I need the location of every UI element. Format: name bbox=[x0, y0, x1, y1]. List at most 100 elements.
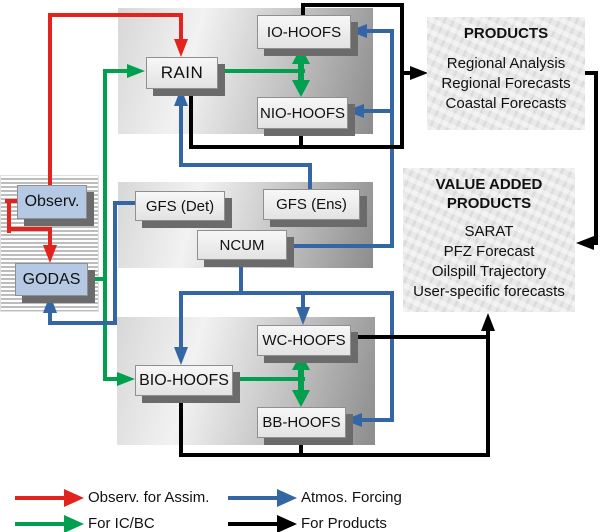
arrowhead-icon bbox=[576, 236, 594, 250]
connector-line bbox=[228, 496, 277, 500]
arrowhead-icon bbox=[127, 64, 145, 78]
connector-line bbox=[179, 106, 183, 165]
value-added-products-box: VALUE ADDED PRODUCTS SARAT PFZ Forecast … bbox=[403, 168, 575, 312]
connector-line bbox=[301, 3, 404, 7]
connector-line bbox=[590, 241, 598, 245]
io-hoofs-label: IO-HOOFS bbox=[266, 23, 342, 41]
rain-node: RAIN bbox=[146, 57, 218, 89]
bio-hoofs-label: BIO-HOOFS bbox=[139, 371, 229, 389]
connector-line bbox=[179, 291, 394, 295]
connector-line bbox=[179, 163, 312, 167]
connector-line bbox=[179, 393, 183, 457]
io-hoofs-node: IO-HOOFS bbox=[257, 15, 351, 49]
arrowhead-icon bbox=[277, 515, 297, 532]
gfs-det-label: GFS (Det) bbox=[145, 197, 215, 215]
arrowhead-icon bbox=[344, 413, 362, 427]
connector-line bbox=[298, 370, 304, 390]
gfs-ens-node: GFS (Ens) bbox=[263, 189, 360, 220]
rain-label: RAIN bbox=[160, 63, 204, 82]
connector-line bbox=[189, 87, 193, 149]
connector-line bbox=[179, 291, 183, 347]
value-added-item: PFZ Forecast bbox=[443, 243, 535, 260]
connector-line bbox=[367, 29, 394, 33]
connector-line bbox=[5, 199, 18, 203]
connector-line bbox=[301, 3, 305, 16]
arrowhead-icon bbox=[410, 66, 428, 80]
connector-line bbox=[364, 109, 394, 113]
arrowhead-icon bbox=[174, 88, 188, 106]
products-box: PRODUCTS Regional Analysis Regional Fore… bbox=[427, 17, 585, 130]
gfs-ens-label: GFS (Ens) bbox=[276, 196, 347, 213]
connector-line bbox=[400, 3, 404, 149]
arrowhead-icon bbox=[292, 353, 310, 370]
connector-line bbox=[361, 418, 394, 422]
connector-line bbox=[298, 64, 304, 80]
connector-line bbox=[103, 377, 118, 381]
connector-line bbox=[7, 227, 52, 231]
legend-label-for-icbc: For IC/BC bbox=[88, 515, 155, 532]
arrowhead-icon bbox=[349, 24, 367, 38]
arrowhead-icon bbox=[346, 104, 364, 118]
arrowhead-icon bbox=[43, 245, 57, 263]
connector-line bbox=[390, 29, 394, 248]
products-title: PRODUCTS bbox=[463, 25, 549, 42]
connector-line bbox=[390, 291, 394, 420]
connector-line bbox=[216, 69, 305, 73]
connector-line bbox=[15, 522, 64, 526]
connector-line bbox=[299, 127, 303, 145]
arrowhead-icon bbox=[117, 372, 135, 386]
connector-line bbox=[594, 71, 598, 243]
connector-line bbox=[400, 71, 410, 75]
arrowhead-icon bbox=[292, 47, 310, 64]
godas-node: GODAS bbox=[15, 263, 88, 296]
connector-line bbox=[179, 13, 183, 39]
value-added-item: Oilspill Trajectory bbox=[431, 263, 547, 280]
arrowhead-icon bbox=[43, 295, 57, 313]
gfs-det-node: GFS (Det) bbox=[135, 191, 225, 221]
observ-label: Observ. bbox=[24, 193, 80, 210]
connector-line bbox=[228, 522, 277, 526]
connector-line bbox=[230, 377, 305, 381]
arrowhead-icon bbox=[174, 347, 188, 365]
connector-line bbox=[308, 163, 312, 190]
connector-line bbox=[103, 69, 127, 73]
value-added-item: User-specific forecasts bbox=[413, 283, 565, 300]
wc-hoofs-label: WC-HOOFS bbox=[262, 332, 346, 349]
observ-node: Observ. bbox=[17, 185, 87, 219]
products-item: Regional Analysis bbox=[446, 55, 566, 72]
nio-hoofs-label: NIO-HOOFS bbox=[260, 104, 345, 122]
arrowhead-icon bbox=[174, 39, 188, 57]
connector-line bbox=[285, 244, 394, 248]
arrowhead-icon bbox=[64, 489, 84, 507]
connector-line bbox=[299, 435, 303, 453]
connector-line bbox=[48, 13, 183, 17]
bio-hoofs-node: BIO-HOOFS bbox=[135, 365, 233, 396]
connector-line bbox=[48, 13, 52, 185]
connector-line bbox=[15, 496, 64, 500]
arrowhead-icon bbox=[277, 489, 297, 507]
connector-line bbox=[85, 277, 107, 281]
value-added-item: SARAT bbox=[464, 223, 514, 240]
connector-line bbox=[348, 335, 490, 339]
connector-line bbox=[113, 201, 136, 205]
ncum-label: NCUM bbox=[219, 236, 265, 254]
connector-line bbox=[189, 145, 404, 149]
nio-hoofs-node: NIO-HOOFS bbox=[257, 97, 348, 129]
connector-line bbox=[48, 321, 117, 325]
legend-label-observ-for-assim: Observ. for Assim. bbox=[88, 489, 210, 506]
connector-line bbox=[179, 453, 490, 457]
connector-line bbox=[301, 291, 305, 307]
wc-hoofs-node: WC-HOOFS bbox=[257, 325, 351, 356]
ncum-node: NCUM bbox=[197, 230, 287, 260]
arrowhead-icon bbox=[292, 390, 310, 407]
legend-label-for-products: For Products bbox=[301, 515, 387, 532]
connector-line bbox=[48, 227, 52, 246]
arrowhead-icon bbox=[64, 515, 84, 532]
arrowhead-icon bbox=[292, 80, 310, 97]
products-item: Coastal Forecasts bbox=[445, 95, 567, 112]
legend-label-atmos-forcing: Atmos. Forcing bbox=[301, 489, 402, 506]
connector-line bbox=[7, 199, 11, 233]
godas-label: GODAS bbox=[22, 270, 81, 288]
connector-line bbox=[486, 331, 490, 457]
